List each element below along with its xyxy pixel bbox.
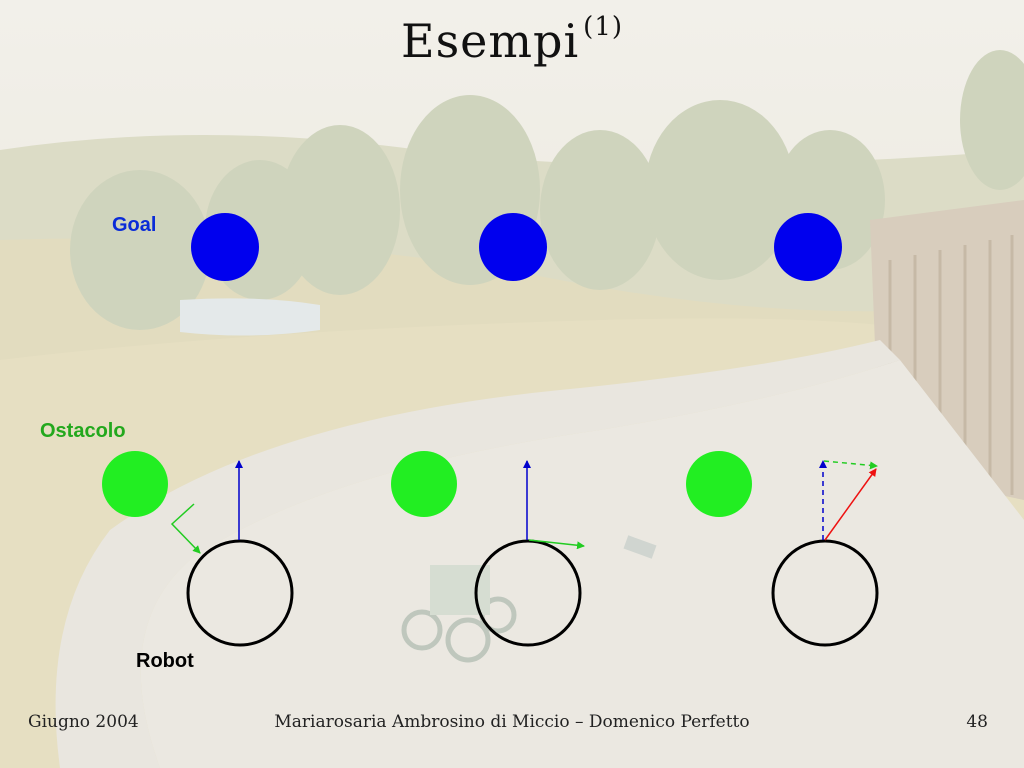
obstacle-circle xyxy=(391,451,457,517)
robot-label: Robot xyxy=(136,650,194,672)
goal-circle xyxy=(774,213,842,281)
footer-authors: Mariarosaria Ambrosino di Miccio – Domen… xyxy=(274,712,750,732)
robot-circle xyxy=(771,539,879,647)
robot-circle xyxy=(186,539,294,647)
slide-title-text: Esempi xyxy=(400,14,580,68)
footer-date: Giugno 2004 xyxy=(28,712,139,732)
goal-label: Goal xyxy=(112,214,157,236)
goal-circle xyxy=(191,213,259,281)
repulsive-vector-arrow-dashed xyxy=(823,460,878,470)
obstacle-circle xyxy=(686,451,752,517)
slide-title: Esempi(1) xyxy=(0,12,1024,68)
slide-title-superscript: (1) xyxy=(583,12,624,42)
robot-circle xyxy=(474,539,582,647)
obstacle-label: Ostacolo xyxy=(40,420,126,442)
repulsive-vector-arrow xyxy=(528,539,585,550)
footer-page-number: 48 xyxy=(966,712,988,732)
repulsive-vector-arrow xyxy=(170,503,201,554)
obstacle-circle xyxy=(102,451,168,517)
goal-circle xyxy=(479,213,547,281)
resultant-vector-arrow xyxy=(824,468,877,541)
